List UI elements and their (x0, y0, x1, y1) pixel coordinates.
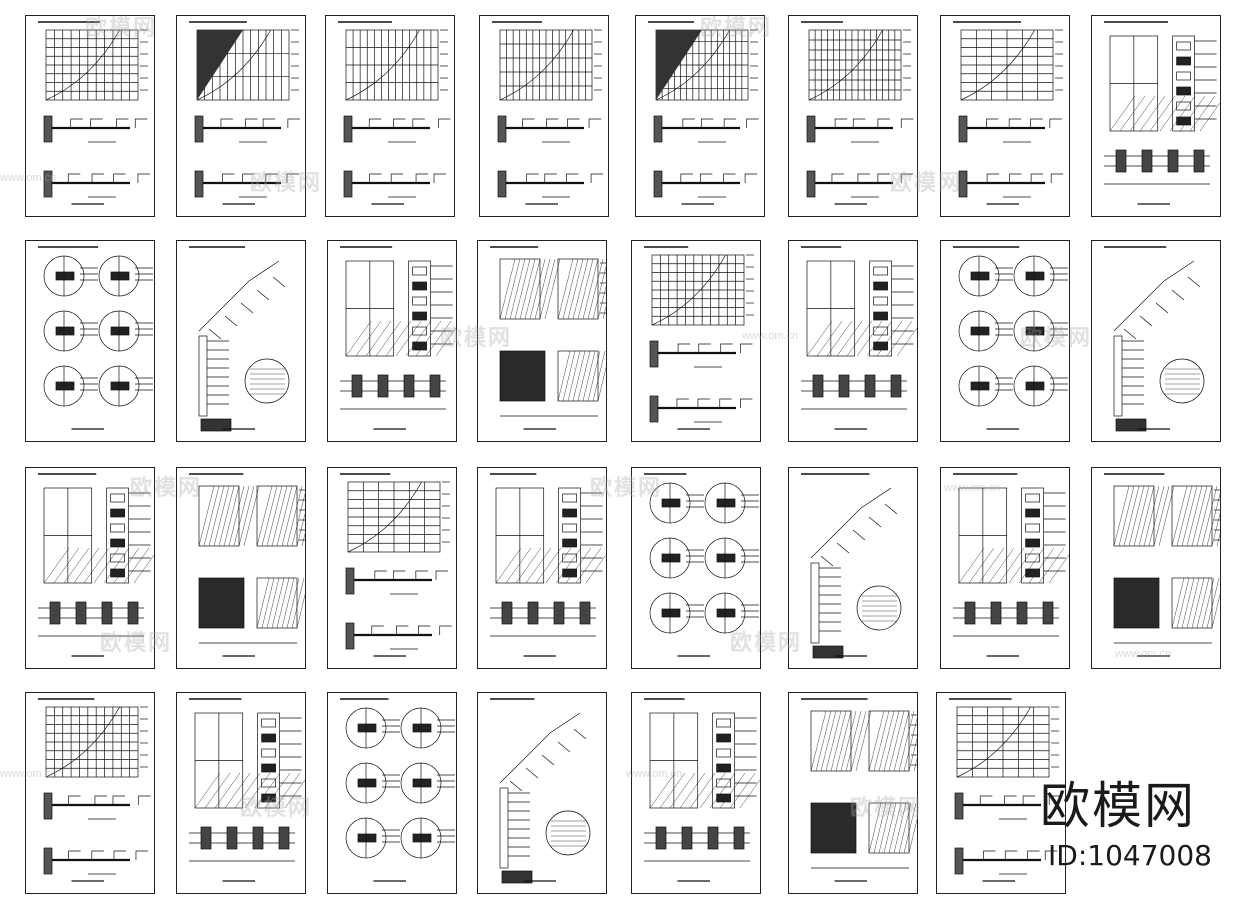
cad-detail-drawing (38, 21, 150, 205)
drawing-sheet (477, 692, 607, 894)
drawing-sheet (176, 692, 306, 894)
cad-detail-drawing (1104, 21, 1220, 205)
drawing-sheet (1091, 240, 1221, 442)
cad-detail-drawing (338, 21, 451, 205)
brand-mark: 欧模网 ID:1047008 (1040, 776, 1240, 886)
drawing-sheet (327, 240, 457, 442)
cad-detail-drawing (490, 473, 606, 657)
cad-detail-drawing (492, 21, 604, 205)
drawing-sheet (325, 15, 455, 217)
drawing-sheet (477, 240, 607, 442)
drawing-sheet (788, 15, 918, 217)
drawing-sheet (1091, 467, 1221, 669)
cad-detail-drawing (648, 21, 759, 205)
cad-detail-drawing (801, 246, 917, 430)
drawing-sheet (25, 240, 155, 442)
drawing-sheet (940, 15, 1070, 217)
cad-detail-drawing (38, 473, 154, 657)
model-id-label: ID:1047008 (1048, 839, 1212, 872)
drawing-sheet (635, 15, 765, 217)
drawing-sheet (788, 467, 918, 669)
cad-detail-drawing (189, 21, 300, 205)
drawing-sheet (631, 692, 761, 894)
drawing-sheet (631, 240, 761, 442)
drawing-sheet (936, 692, 1066, 894)
drawing-sheet (327, 467, 457, 669)
drawing-sheet (176, 240, 306, 442)
cad-detail-drawing (189, 246, 290, 432)
drawing-sheet (25, 15, 155, 217)
cad-detail-drawing (953, 473, 1069, 657)
drawing-sheet (327, 692, 457, 894)
drawing-sheet (940, 240, 1070, 442)
cad-detail-drawing (340, 246, 456, 430)
drawing-sheet (479, 15, 609, 217)
cad-detail-drawing (801, 473, 902, 659)
cad-detail-drawing (1104, 473, 1220, 657)
cad-detail-drawing (340, 473, 452, 657)
cad-detail-drawing (953, 246, 1068, 430)
cad-detail-drawing (644, 698, 760, 882)
cad-detail-drawing (490, 698, 591, 884)
cad-detail-drawing (490, 246, 606, 430)
drawing-sheet (25, 692, 155, 894)
cad-detail-drawing (38, 246, 153, 430)
drawing-sheet (176, 15, 306, 217)
cad-detail-drawing (953, 21, 1064, 205)
brand-logo: 欧模网 (1040, 777, 1196, 835)
cad-detail-drawing (801, 21, 914, 205)
cad-detail-drawing (644, 246, 754, 430)
cad-detail-drawing (189, 698, 305, 882)
drawing-sheet (788, 240, 918, 442)
drawing-sheet (940, 467, 1070, 669)
drawing-sheet (176, 467, 306, 669)
drawing-sheet (477, 467, 607, 669)
drawing-sheet (631, 467, 761, 669)
drawing-sheet (1091, 15, 1221, 217)
cad-detail-drawing (340, 698, 455, 882)
drawing-sheet (25, 467, 155, 669)
cad-detail-drawing (949, 698, 1062, 882)
cad-detail-drawing (644, 473, 759, 657)
cad-detail-drawing (1104, 246, 1205, 432)
drawing-sheet (788, 692, 918, 894)
cad-detail-drawing (189, 473, 305, 657)
cad-detail-drawing (38, 698, 151, 882)
cad-detail-drawing (801, 698, 917, 882)
